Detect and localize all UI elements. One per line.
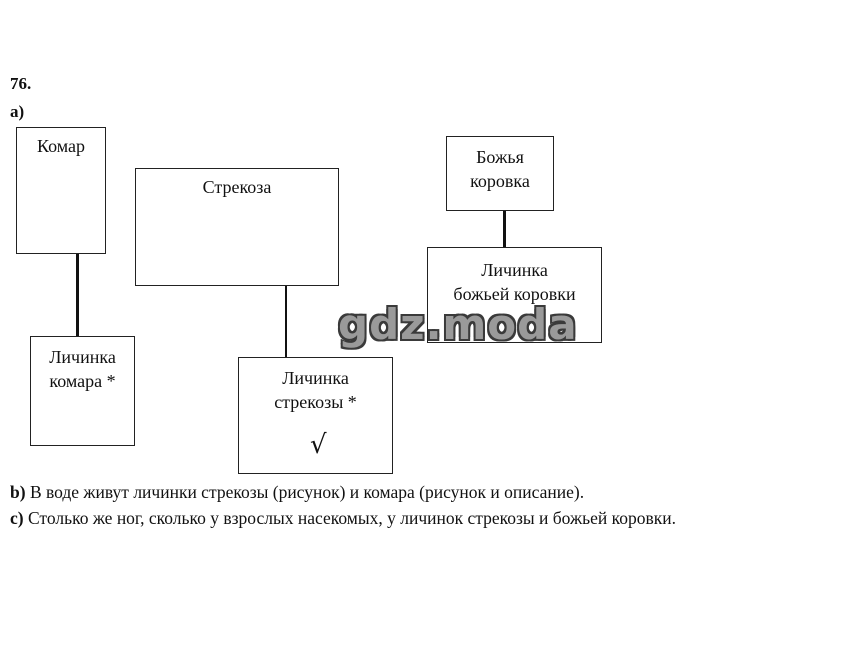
answer-c: c) Столько же ног, сколько у взрослых на… [10,508,676,529]
box-ladybug-label: Божья коровка [470,147,530,191]
answer-b-label: b) [10,482,26,502]
box-dragonfly: Стрекоза [135,168,339,286]
box-ladybug-larva: Личинка божьей коровки [427,247,602,343]
box-dragonfly-larva-label: Личинка стрекозы * [274,368,357,412]
answer-b: b) В воде живут личинки стрекозы (рисуно… [10,482,584,503]
answer-b-text: В воде живут личинки стрекозы (рисунок) … [25,482,585,502]
box-mosquito-larva: Личинка комара * [30,336,135,446]
box-ladybug-larva-label: Личинка божьей коровки [453,260,576,304]
connector-dragonfly [285,286,287,357]
box-mosquito-larva-label: Личинка комара * [49,347,116,391]
part-a-label: a) [10,102,25,121]
box-mosquito: Комар [16,127,106,254]
connector-mosquito [76,254,79,336]
box-dragonfly-label: Стрекоза [202,177,272,197]
answer-c-text: Столько же ног, сколько у взрослых насек… [23,508,676,528]
check-mark-icon: √ [310,430,327,460]
connector-ladybug [503,211,506,247]
box-mosquito-label: Комар [36,136,86,156]
box-ladybug: Божья коровка [446,136,554,211]
watermark: gdz.moda [338,300,578,349]
box-dragonfly-larva: Личинка стрекозы * [238,357,393,474]
task-number: 76. [10,74,32,93]
answer-c-label: c) [10,508,24,528]
